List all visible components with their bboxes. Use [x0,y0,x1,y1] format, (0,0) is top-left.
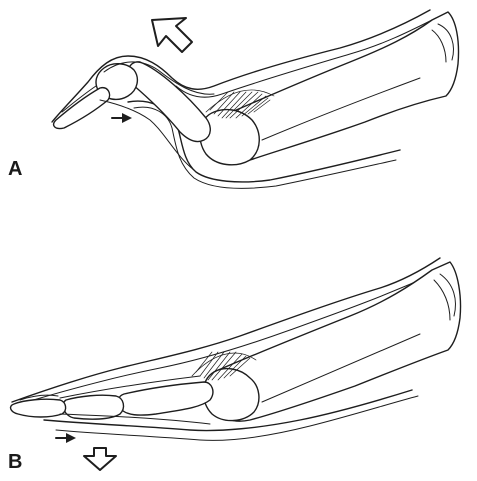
panel-b-distal-phalanx [11,399,66,417]
panel-a-force-arrow-icon [112,113,132,123]
panel-a-distal-phalanx [54,88,110,129]
panel-b-drawing [11,258,461,470]
panel-a-drawing [52,10,459,188]
panel-b-displacement-arrow-icon [84,448,116,470]
panel-b-force-arrow-icon [56,433,76,443]
panel-b-label: B [8,452,22,472]
panel-a-metatarsal-head [200,110,259,165]
panel-a-label: A [8,159,22,179]
panel-b-proximal-phalanx [118,382,213,415]
panel-a-displacement-arrow-icon [152,18,192,52]
